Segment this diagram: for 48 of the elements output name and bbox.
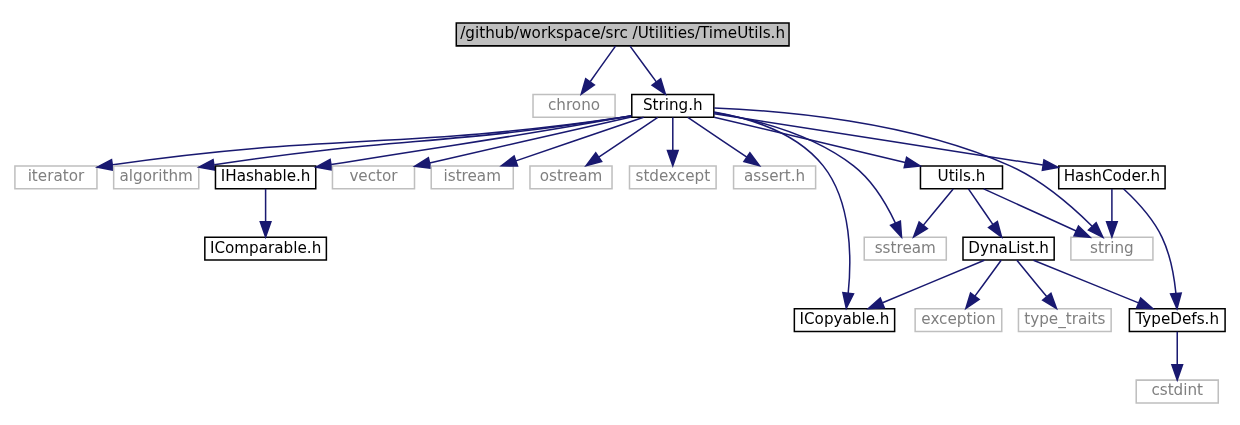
arrow: [584, 116, 659, 167]
arrow: [412, 115, 632, 169]
node-box: cstdint: [1135, 378, 1219, 404]
arrow: [1170, 330, 1184, 382]
arrow: [579, 44, 617, 96]
arrow: [1032, 259, 1155, 310]
node-box: String.h: [631, 93, 715, 118]
arrow: [1105, 187, 1119, 239]
node-box: iterator: [14, 164, 98, 189]
node-box: Utils.h: [919, 164, 1004, 189]
node-box: IComparable.h: [204, 236, 328, 261]
node-box: ostream: [529, 164, 613, 189]
node-box: sstream: [863, 236, 948, 261]
arrow: [313, 114, 632, 171]
arrow: [912, 187, 954, 239]
node-box: TypeDefs.h: [1128, 307, 1226, 332]
arrow: [713, 111, 903, 239]
arrow: [629, 44, 667, 96]
arrow: [687, 116, 762, 167]
arrow: [1016, 259, 1058, 310]
arrow: [713, 110, 855, 311]
arrow: [499, 116, 645, 167]
arrow: [866, 259, 986, 310]
arrow: [1122, 187, 1183, 311]
arrow: [713, 106, 1105, 239]
arrow: [713, 115, 923, 169]
node-box: DynaList.h: [962, 236, 1055, 261]
arrow: [196, 114, 632, 171]
arrow: [666, 116, 680, 168]
node-box: algorithm: [112, 164, 200, 189]
node-box: istream: [430, 164, 514, 189]
node-box: chrono: [532, 93, 616, 118]
node-box: HashCoder.h: [1057, 164, 1166, 189]
node-box: exception: [914, 307, 1003, 332]
node-box: stdexcept: [628, 164, 717, 189]
arrow: [964, 259, 1002, 310]
node-box: assert.h: [732, 164, 817, 189]
arrow: [982, 187, 1093, 238]
node-box: vector: [331, 164, 416, 189]
node-box: type_traits: [1017, 307, 1112, 332]
arrow: [713, 112, 1061, 171]
node-box: ICopyable.h: [793, 307, 896, 332]
node-box: IHashable.h: [214, 164, 317, 189]
node-box: string: [1070, 236, 1154, 261]
node-box: /github/workspace/src /Utilities/TimeUtils.h: [455, 21, 790, 47]
arrow: [259, 187, 272, 239]
arrow: [967, 187, 1003, 239]
arrow: [95, 114, 633, 171]
